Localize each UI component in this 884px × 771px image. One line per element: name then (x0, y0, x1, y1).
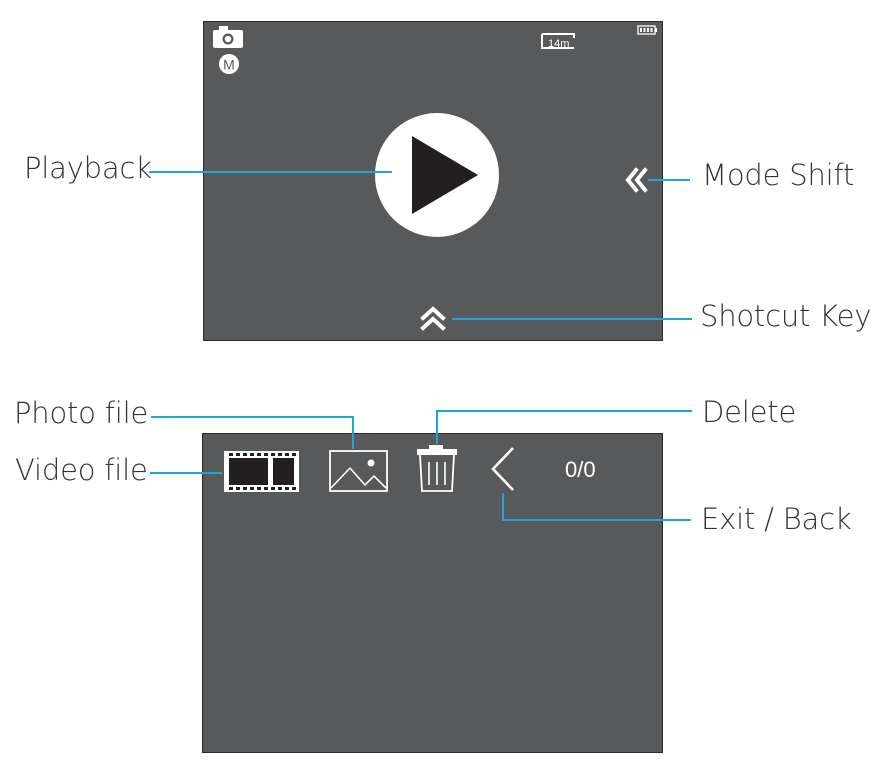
double-chevron-up-icon[interactable] (420, 306, 446, 331)
mode-shift-label: Mode Shift (702, 158, 855, 192)
exit-back-label: Exit / Back (701, 502, 852, 536)
chevron-left-icon[interactable] (491, 447, 514, 491)
play-icon[interactable] (375, 113, 499, 237)
video-file-label: Video file (15, 453, 148, 487)
shortcut-key-label: Shotcut Key (700, 299, 872, 333)
film-strip-icon[interactable] (224, 451, 299, 492)
photo-file-label: Photo file (14, 396, 149, 430)
file-counter: 0/0 (565, 457, 596, 482)
image-icon[interactable] (329, 450, 388, 492)
trash-icon[interactable] (417, 445, 457, 492)
playback-label: Playback (24, 151, 152, 185)
double-chevron-left-icon[interactable] (625, 167, 648, 193)
delete-label: Delete (702, 395, 797, 429)
